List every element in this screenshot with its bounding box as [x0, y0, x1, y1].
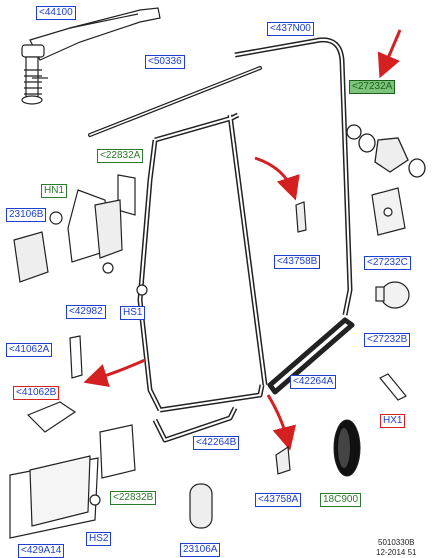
lower-hinge-part: [9, 401, 136, 539]
label-42264b: <42264B: [193, 436, 240, 450]
label-hs2: HS2: [86, 532, 112, 546]
retainer-part: [69, 335, 83, 379]
label-18c900: 18C900: [320, 493, 362, 507]
label-437n00: <437N00: [267, 22, 314, 36]
clip-part: [379, 373, 407, 401]
seal-clip-part-lower: [275, 445, 291, 475]
label-27232b: <27232B: [364, 333, 411, 347]
label-43758b: <43758B: [274, 255, 321, 269]
label-429a14: <429A14: [18, 544, 65, 558]
label-43758a: <43758A: [255, 493, 302, 507]
label-27232a: <27232A: [349, 80, 396, 94]
bump-stop-part: [375, 281, 410, 309]
label-22832b: <22832B: [110, 491, 157, 505]
label-hs1: HS1: [120, 306, 146, 320]
label-42982: <42982: [66, 305, 106, 319]
label-hx1: HX1: [380, 414, 406, 428]
cover-pad-part-lower: [189, 483, 213, 529]
callout-arrows: [83, 29, 402, 451]
label-41062a: <41062A: [6, 343, 53, 357]
label-50336: <50336: [145, 55, 185, 69]
label-22832a: <22832A: [97, 149, 144, 163]
upper-hinge-part: [49, 174, 148, 296]
plug-part: [333, 419, 361, 477]
weather-strip-part: [88, 66, 262, 137]
door-handle-part: [21, 7, 161, 105]
label-hn1: HN1: [41, 184, 68, 198]
label-41062b: <41062B: [13, 386, 60, 400]
label-23106a: 23106A: [180, 543, 221, 557]
cover-pad-part-upper: [13, 231, 49, 283]
seal-clip-part-upper: [295, 201, 307, 233]
label-42264a: <42264A: [290, 375, 337, 389]
diagram-code: 5010330B: [378, 538, 415, 547]
pad-part: [371, 187, 406, 236]
label-23106b: 23106B: [6, 208, 47, 222]
grommet-parts: [346, 124, 426, 178]
label-44100: <44100: [36, 6, 76, 20]
diagram-date: 12-2014 51: [376, 548, 417, 557]
label-27232c: <27232C: [364, 256, 411, 270]
